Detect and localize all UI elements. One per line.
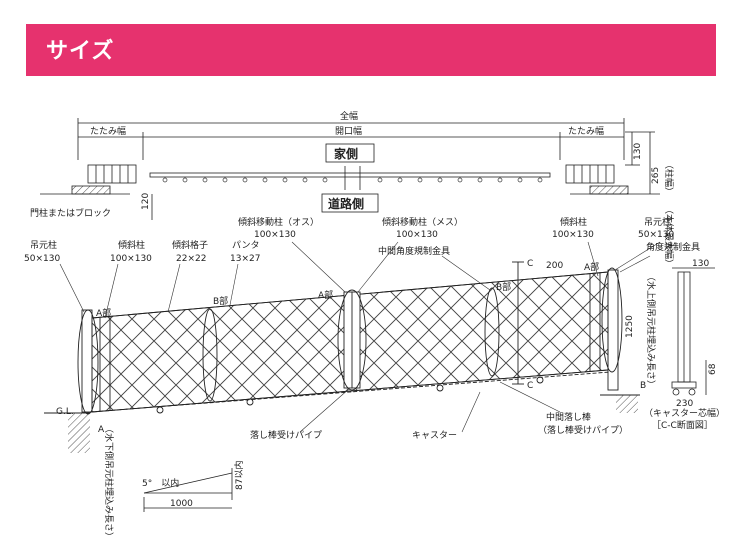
- a-marker: A: [98, 425, 105, 435]
- tilt-lattice-name: 傾斜格子: [172, 239, 208, 251]
- fold-width-right-label: たたみ幅: [568, 125, 604, 137]
- road-side-box: [321, 193, 379, 213]
- dim-265: 265: [651, 167, 661, 184]
- tilt-post-right-size: 100×130: [552, 230, 594, 240]
- c-marker-top: C: [527, 259, 533, 269]
- post-block-label: 門柱またはブロック: [30, 207, 111, 219]
- post-width-note: （柱幅）: [663, 160, 675, 196]
- cc-section-label: ［C-C断面図］: [652, 419, 713, 431]
- dim-230: 230: [676, 399, 693, 409]
- tilt-lattice-size: 22×22: [176, 254, 206, 264]
- panta-name: パンタ: [232, 240, 259, 251]
- elevation-view: [44, 261, 640, 453]
- plan-wheels: [162, 177, 543, 183]
- panta-size: 13×27: [230, 254, 260, 264]
- slope-label: 5° 以内: [142, 477, 179, 489]
- a-part-middle: A部: [318, 289, 333, 301]
- tilt-move-male-name: 傾斜移動柱（オス）: [238, 216, 319, 228]
- section-header: サイズ: [26, 24, 716, 76]
- a-part-left: A部: [96, 307, 111, 319]
- tilt-move-female-name: 傾斜移動柱（メス）: [382, 216, 463, 228]
- dim-87: 87以内: [233, 461, 245, 490]
- cc-section: [671, 267, 715, 396]
- dim-1250: 1250: [625, 315, 635, 338]
- drop-rod-pipe-label: 落し棒受けパイプ: [250, 429, 322, 441]
- road-side-label: 道路側: [328, 196, 364, 211]
- hanging-post-left-name: 吊元柱: [30, 239, 57, 251]
- hanging-post-right-name: 吊元柱: [644, 216, 671, 228]
- dim-120: 120: [141, 193, 151, 210]
- b-marker: B: [640, 381, 646, 391]
- tilt-move-male-size: 100×130: [254, 230, 296, 240]
- leader-lines: [59, 241, 661, 433]
- caster-label: キャスター: [412, 430, 457, 441]
- c-marker-bottom: C: [527, 381, 533, 391]
- middle-angle-fitting-label: 中間角度規制金具: [378, 245, 450, 257]
- opening-width-label: 開口幅: [335, 125, 362, 137]
- body-max-width-note: （本体最大幅）: [663, 205, 675, 268]
- left-bury-note: （水下側吊元柱埋込み長さ）: [103, 424, 115, 540]
- angle-fitting-label: 角度規制金具: [646, 241, 700, 253]
- b-part-right: B部: [496, 281, 511, 293]
- tilt-move-female-size: 100×130: [396, 230, 438, 240]
- tilt-post-left-size: 100×130: [110, 254, 152, 264]
- dim-130-section: 130: [692, 259, 709, 269]
- plan-view: [40, 118, 660, 220]
- tilt-post-right-name: 傾斜柱: [560, 216, 587, 228]
- tilt-post-left-name: 傾斜柱: [118, 239, 145, 251]
- section-title: サイズ: [46, 39, 115, 64]
- gl-label: G.L.: [56, 407, 74, 417]
- b-part-left: B部: [213, 295, 228, 307]
- slope-detail: [143, 468, 233, 512]
- dim-200: 200: [546, 261, 563, 271]
- hanging-post-right-size: 50×130: [638, 230, 674, 240]
- caster-width-label: （キャスター芯幅）: [644, 407, 725, 419]
- middle-drop-rod-sub: （落し棒受けパイプ）: [538, 424, 628, 436]
- total-width-label: 全幅: [340, 110, 358, 122]
- dim-68: 68: [708, 363, 718, 375]
- fold-width-left-label: たたみ幅: [90, 125, 126, 137]
- middle-drop-rod-label: 中間落し棒: [546, 411, 591, 423]
- dim-1000: 1000: [170, 499, 193, 509]
- right-bury-note: （水上側吊元柱埋込み長さ）: [645, 272, 657, 389]
- house-side-label: 家側: [334, 146, 358, 161]
- a-part-right: A部: [584, 261, 599, 273]
- hanging-post-left-size: 50×130: [24, 254, 60, 264]
- house-side-box: [325, 143, 375, 163]
- dim-130-plan: 130: [633, 143, 643, 160]
